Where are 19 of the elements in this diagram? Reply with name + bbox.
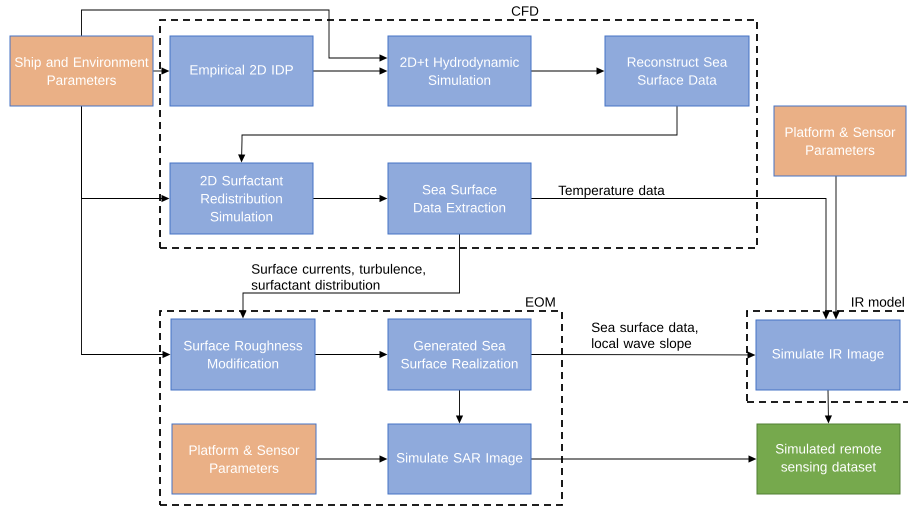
process-box: 2D+t Hydrodynamic Simulation: [388, 36, 532, 106]
process-box: Platform & Sensor Parameters: [172, 424, 316, 494]
process-box: Empirical 2D IDP: [170, 36, 314, 106]
process-box: Sea Surface Data Extraction: [388, 162, 532, 234]
edge-label: Sea surface data, local wave slope: [592, 322, 698, 351]
process-box: Reconstruct Sea Surface Data: [604, 36, 750, 106]
process-box: Generated Sea Surface Realization: [388, 318, 532, 390]
process-box: Ship and Environment Parameters: [10, 36, 154, 106]
process-box: Simulated remote sensing dataset: [756, 424, 900, 494]
process-box: Surface Roughness Modification: [170, 318, 316, 390]
group-heading: EOM: [526, 297, 555, 307]
process-box: Simulate SAR Image: [388, 424, 532, 494]
edge-label: Temperature data: [558, 185, 665, 198]
edge-label: Surface currents, turbulence, surfactant distribution: [252, 264, 425, 290]
group-heading: CFD: [512, 6, 538, 16]
group-heading: IR model: [852, 296, 904, 307]
process-box: Platform & Sensor Parameters: [774, 106, 906, 176]
process-box: Simulate IR Image: [756, 320, 900, 390]
process-box: 2D Surfactant Redistribution Simulation: [170, 162, 314, 234]
